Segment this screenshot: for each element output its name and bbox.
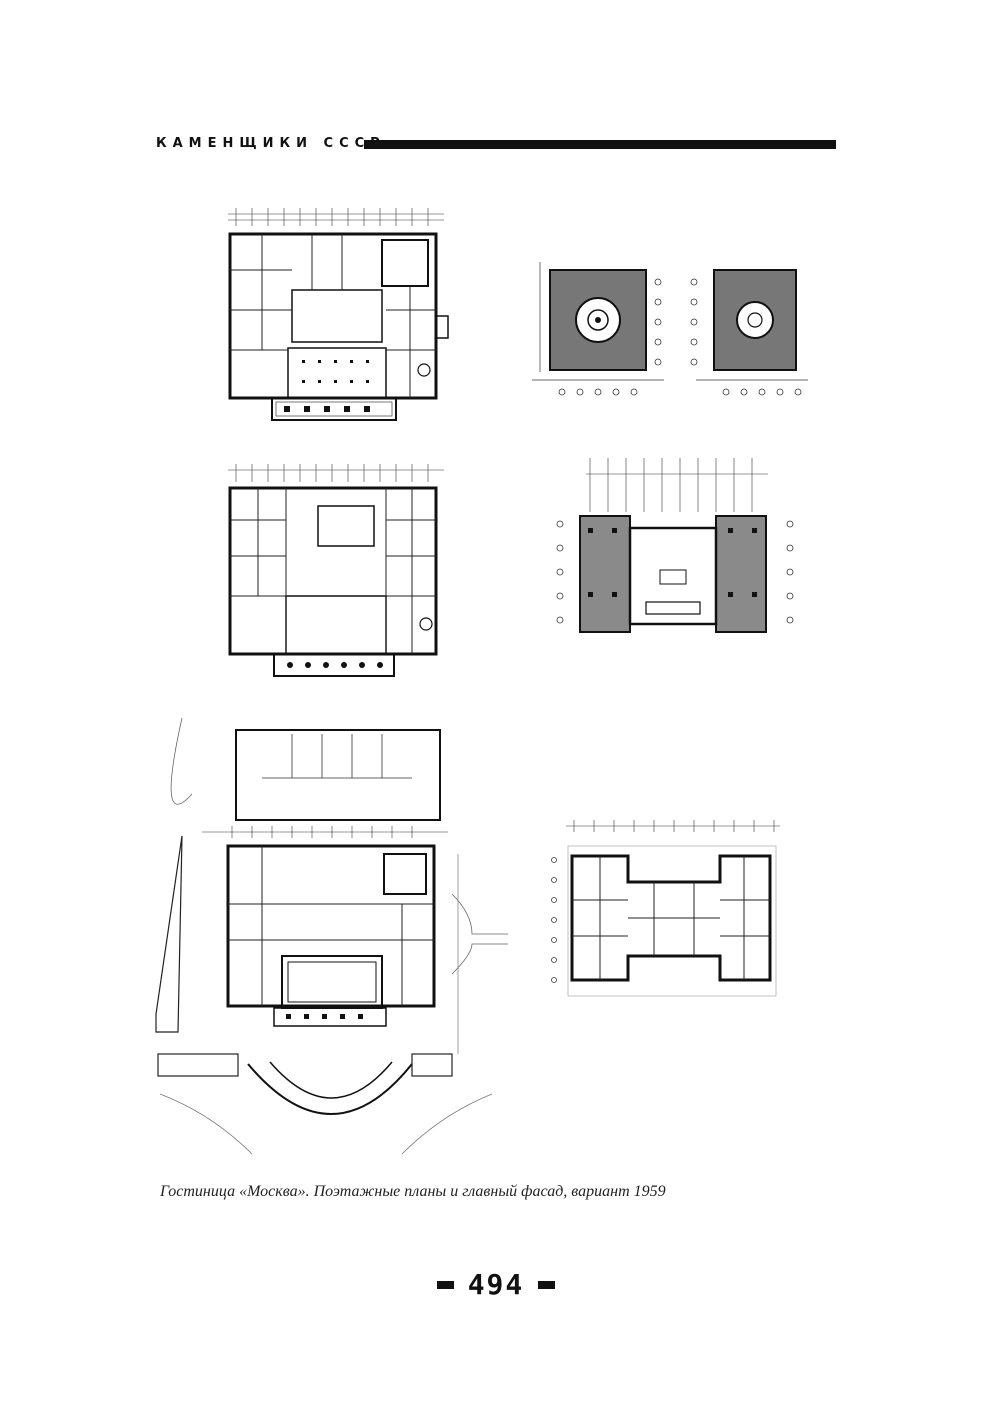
folio-dash-left xyxy=(436,1280,454,1289)
running-header: КАМЕНЩИКИ СССР xyxy=(156,134,836,154)
floor-plan-drawing-icon xyxy=(228,464,444,677)
folio-dash-right xyxy=(538,1280,556,1289)
tower-base-plan xyxy=(550,452,800,638)
tower-plan-drawing-icon xyxy=(532,262,664,396)
ground-floor-plan xyxy=(222,200,454,432)
site-plan-drawing-icon xyxy=(155,717,508,1155)
header-rule xyxy=(364,140,836,149)
floor-plan-drawing-icon xyxy=(228,208,449,421)
running-title: КАМЕНЩИКИ СССР xyxy=(156,136,386,151)
tower-plan-drawing-icon xyxy=(556,458,794,633)
figure-caption: Гостиница «Москва». Поэтажные планы и гл… xyxy=(160,1183,666,1200)
second-floor-plan xyxy=(222,456,454,688)
tower-plan-b xyxy=(686,262,808,400)
site-plan xyxy=(152,714,508,1178)
page-footer: 494 xyxy=(0,1268,992,1302)
tower-plan-drawing-icon xyxy=(690,269,808,396)
floor-plan-drawing-icon xyxy=(551,820,780,997)
tower-plan-a xyxy=(532,262,664,400)
typical-floor-plan xyxy=(544,800,784,1006)
page-number: 494 xyxy=(467,1268,525,1301)
